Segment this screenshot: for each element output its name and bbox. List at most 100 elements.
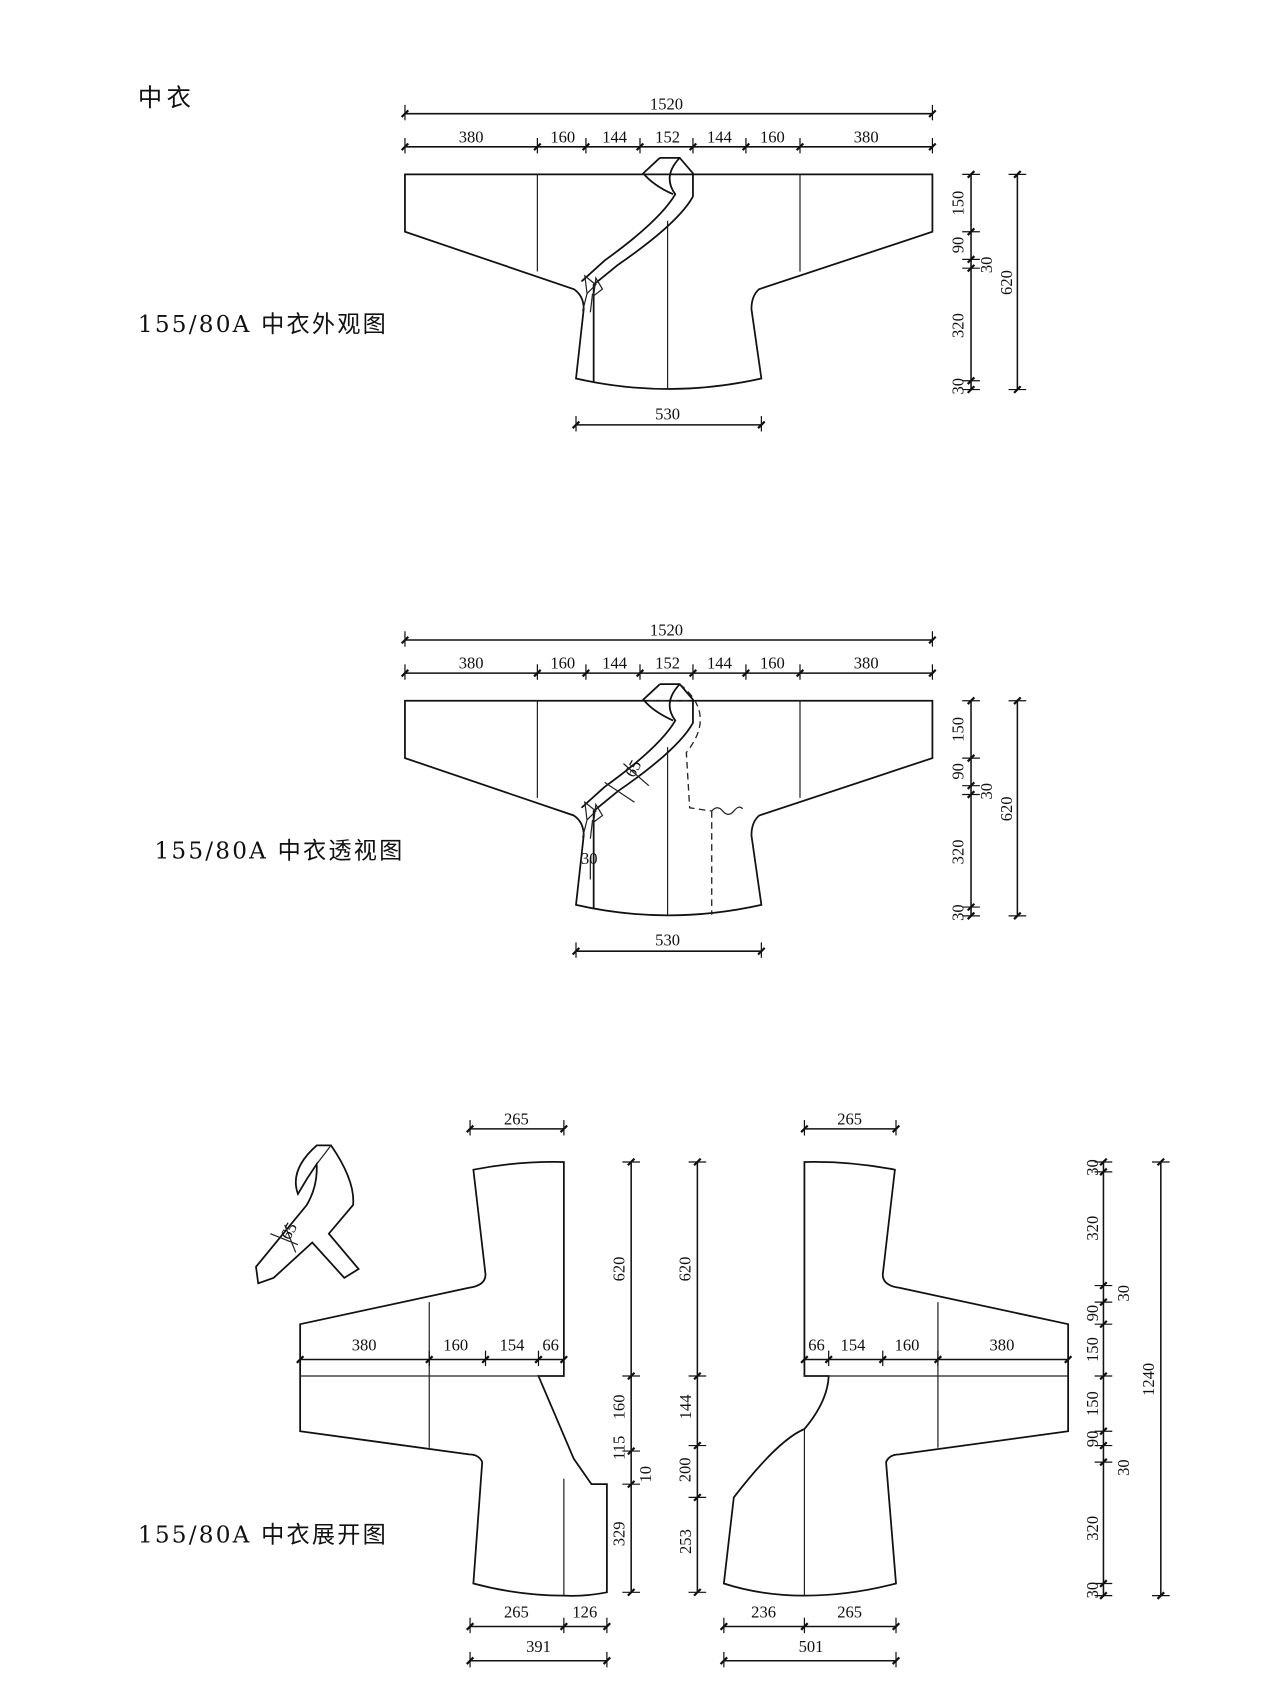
dimension-tick (481, 1355, 490, 1364)
height-label: 30 (1083, 1159, 1102, 1176)
hem-width-label: 530 (655, 931, 680, 950)
dimension-tick (966, 170, 976, 179)
dimension-tick (1013, 911, 1022, 920)
dimension-tick (800, 1622, 809, 1631)
hem-width-label: 530 (655, 404, 680, 423)
dimension-tick (1099, 1167, 1108, 1176)
collar-width-label: 65 (621, 757, 646, 781)
dimension-line (1152, 1157, 1170, 1600)
dimension-tick (741, 142, 751, 151)
dimension-tick (1013, 170, 1022, 179)
dimension-line (800, 1350, 1073, 1367)
dimension-tick (693, 1588, 702, 1597)
view-caption: 155/80A 中衣透视图 (154, 838, 404, 865)
segment-label: 380 (459, 127, 484, 146)
segment-label: 154 (841, 1336, 867, 1355)
tie-spacing-label: 30 (581, 849, 598, 868)
dimension-tick (581, 142, 591, 151)
segment-label: 380 (990, 1336, 1015, 1355)
dimension-tick (928, 142, 937, 151)
dimension-tick (296, 1355, 305, 1364)
height-label: 30 (948, 904, 967, 921)
dimension-tick (1099, 1427, 1108, 1436)
total-height-label: 1240 (1139, 1363, 1158, 1396)
dimension-tick (559, 1622, 568, 1631)
dimension-line (1094, 1157, 1113, 1600)
dimension-tick (1099, 1579, 1108, 1588)
bottom-total-label: 391 (526, 1637, 551, 1656)
dimension-tick (425, 1355, 434, 1364)
dimension-tick (928, 109, 937, 118)
bottom-segment-label: 265 (504, 1603, 529, 1622)
dimension-tick (533, 669, 542, 678)
height-label: 620 (676, 1257, 695, 1282)
segment-label: 160 (760, 127, 785, 146)
height-label: 160 (610, 1395, 629, 1420)
dimension-line (571, 942, 766, 958)
dimension-tick (741, 669, 751, 678)
height-label: 620 (610, 1257, 629, 1282)
dimension-tick (966, 911, 976, 920)
dimension-tick (800, 1355, 809, 1364)
dimension-tick (891, 1656, 901, 1665)
total-width-label: 1520 (650, 621, 683, 640)
segment-label: 380 (352, 1336, 377, 1355)
dimension-tick (465, 1656, 475, 1665)
height-label: 320 (1083, 1516, 1102, 1541)
dimension-tick (966, 255, 976, 264)
dimension-tick (878, 1355, 887, 1364)
dimension-tick (1099, 1298, 1108, 1307)
dimension-tick (800, 1124, 809, 1133)
dimension-tick (966, 696, 976, 705)
dimension-tick (571, 420, 581, 429)
height-label: 30 (948, 378, 967, 395)
dimension-line (800, 1120, 901, 1136)
dimension-tick (400, 109, 410, 118)
dimension-line (400, 631, 937, 647)
total-height-label: 620 (997, 796, 1016, 821)
dimension-line (719, 1651, 901, 1668)
dimension-line (719, 1617, 901, 1634)
height-label: 320 (948, 313, 967, 338)
height-label: 150 (1083, 1337, 1102, 1362)
dimension-line (688, 1157, 707, 1597)
dimension-tick (693, 1441, 702, 1450)
segment-label: 160 (895, 1336, 920, 1355)
dimension-tick (627, 1446, 636, 1456)
dimension-tick (719, 1622, 728, 1631)
bottom-segment-label: 236 (751, 1603, 776, 1622)
dimension-tick (400, 669, 410, 678)
dimension-tick (966, 385, 976, 394)
dimension-line (962, 170, 980, 394)
dimension-tick (795, 142, 805, 151)
dimension-tick (533, 142, 542, 151)
height-label: 144 (676, 1394, 695, 1420)
dimension-tick (635, 142, 645, 151)
dimension-tick (795, 669, 805, 678)
dimension-tick (400, 635, 410, 645)
dimension-tick (891, 1124, 901, 1133)
segment-label: 160 (550, 654, 575, 673)
dimension-tick (966, 790, 976, 799)
dimension-tick (465, 1124, 475, 1133)
dimension-tick (966, 754, 976, 763)
bottom-segment-label: 265 (837, 1603, 862, 1622)
inner-tie (711, 806, 744, 815)
total-height-label: 620 (997, 270, 1016, 295)
dimension-tick (933, 1355, 943, 1364)
dimension-line (400, 137, 937, 154)
dimension-tick (966, 376, 976, 385)
dimension-tick (719, 1656, 728, 1665)
bottom-total-label: 501 (799, 1637, 824, 1656)
annotation-lines (589, 763, 650, 880)
inner-panel-dashed (648, 683, 713, 915)
height-label: 30 (1114, 1285, 1133, 1302)
dimension-line (1008, 170, 1027, 394)
side-height-dimensions: 30 320 30 90 150 150 90 30 320 30 1240 (1083, 1157, 1170, 1600)
dimension-tick (1013, 696, 1022, 705)
segment-label: 154 (500, 1336, 526, 1355)
dimension-tick (966, 264, 976, 273)
dimension-tick (627, 1588, 636, 1597)
top-width-label: 265 (837, 1109, 862, 1128)
segment-label: 66 (542, 1336, 559, 1355)
